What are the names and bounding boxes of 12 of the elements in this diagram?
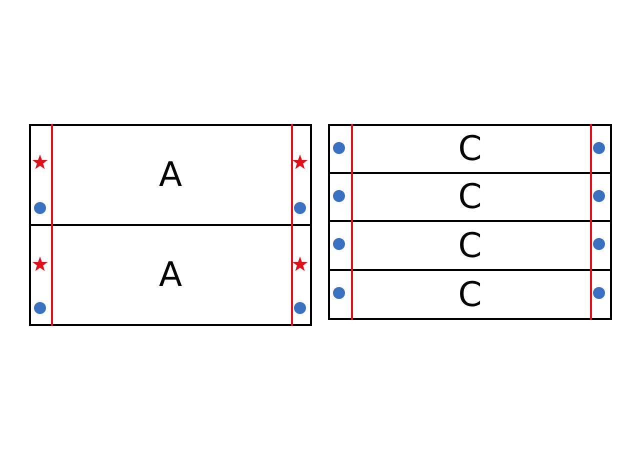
- panel-label: C: [458, 278, 482, 312]
- panel-label: A: [158, 258, 182, 292]
- panel-label: C: [458, 228, 482, 262]
- panel-box: [328, 269, 612, 320]
- panel-box: [328, 124, 612, 174]
- panel-label: C: [458, 180, 482, 214]
- panel-box: [328, 172, 612, 222]
- panel-label: A: [158, 158, 182, 192]
- panel-box: [328, 220, 612, 271]
- panel-box: [29, 224, 312, 326]
- panel-label: C: [458, 132, 482, 166]
- panel-box: [29, 124, 312, 226]
